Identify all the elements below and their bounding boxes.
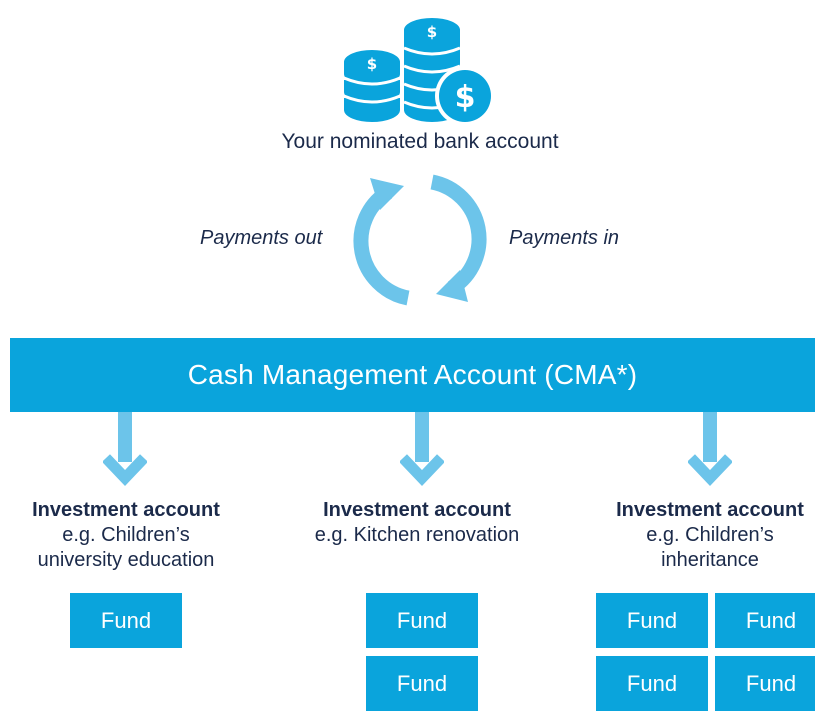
svg-text:$: $ [367,55,377,73]
stacked-coins-dollar-icon: $ $ $ [343,18,495,126]
investment-account-example: e.g. Children’s [646,524,774,546]
investment-account-education: Investment account e.g. Children’s unive… [0,498,256,573]
down-arrow-icon [688,412,732,486]
svg-text:$: $ [427,23,437,41]
investment-account-title: Investment account [616,499,804,521]
svg-text:$: $ [455,80,476,115]
investment-account-title: Investment account [323,499,511,521]
investment-account-example: university education [37,549,215,571]
investment-account-inheritance: Investment account e.g. Children’s inher… [580,498,815,573]
investment-account-title: Investment account [32,499,220,521]
investment-account-kitchen: Investment account e.g. Kitchen renovati… [287,498,547,548]
investment-account-example: e.g. Children’s [62,524,190,546]
cma-label: Cash Management Account (CMA*) [187,359,638,390]
fund-box: Fund [366,593,478,648]
payments-out-label: Payments out [200,227,323,249]
fund-box: Fund [596,656,708,711]
investment-account-example: e.g. Kitchen renovation [314,524,520,546]
down-arrow-icon [103,412,147,486]
circular-arrows-icon [353,174,487,306]
investment-account-example: inheritance [661,549,759,571]
down-arrow-icon [400,412,444,486]
payments-in-label: Payments in [509,227,620,249]
fund-box: Fund [715,593,815,648]
fund-box: Fund [366,656,478,711]
fund-box: Fund [715,656,815,711]
fund-box: Fund [70,593,182,648]
cma-bar: Cash Management Account (CMA*) [10,338,815,412]
fund-box: Fund [596,593,708,648]
bank-account-label: Your nominated bank account [281,130,559,153]
